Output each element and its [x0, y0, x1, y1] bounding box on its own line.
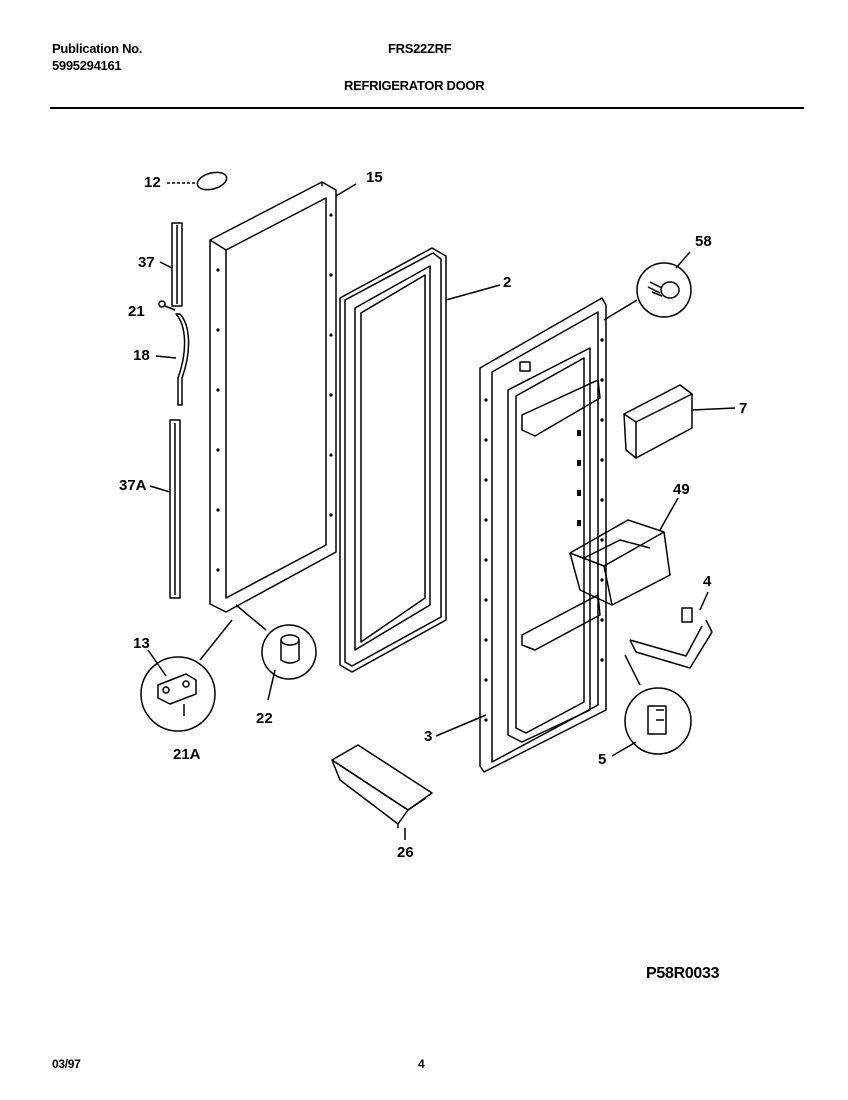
part-37a-hinge-cover — [149, 419, 181, 599]
publication-label: Publication No. — [52, 41, 143, 56]
part-37-hinge-cover — [159, 222, 183, 307]
part-22-door-stop — [235, 604, 317, 701]
part-13-hinge — [140, 619, 233, 732]
callout-49: 49 — [673, 481, 690, 498]
part-18-handle — [155, 313, 190, 406]
model-number: FRS22ZRF — [388, 41, 452, 56]
callout-2: 2 — [503, 274, 512, 291]
part-58-screw — [603, 251, 692, 321]
page-number: 4 — [418, 1057, 425, 1071]
header-rule — [50, 107, 804, 109]
part-12-badge — [167, 171, 228, 191]
callout-4: 4 — [703, 573, 712, 590]
callout-12: 12 — [144, 174, 161, 191]
part-49-door-bin — [569, 497, 679, 606]
part-5-clip — [611, 654, 692, 757]
part-15-door-panel — [209, 181, 357, 613]
callout-37a: 37A — [119, 477, 147, 494]
callout-3: 3 — [424, 728, 433, 745]
callout-15: 15 — [366, 169, 383, 186]
callout-18: 18 — [133, 347, 150, 364]
callout-13: 13 — [133, 635, 150, 652]
part-7-dairy-door — [623, 384, 736, 459]
callout-58: 58 — [695, 233, 712, 250]
part-2-gasket — [339, 247, 501, 673]
part-26-utility-bin — [331, 744, 433, 840]
callout-21: 21 — [128, 303, 145, 320]
section-title: REFRIGERATOR DOOR — [344, 78, 485, 93]
callout-22: 22 — [256, 710, 273, 727]
footer-date: 03/97 — [52, 1057, 81, 1071]
publication-number: 5995294161 — [52, 58, 122, 73]
callout-26: 26 — [397, 844, 414, 861]
callout-21a: 21A — [173, 746, 201, 763]
callout-37: 37 — [138, 254, 155, 271]
callout-5: 5 — [598, 751, 607, 768]
callout-7: 7 — [739, 400, 748, 417]
diagram-code: P58R0033 — [646, 965, 720, 982]
part-4-retainer — [629, 591, 713, 669]
part-21-screw — [158, 300, 176, 311]
part-3-door-liner — [435, 297, 607, 773]
